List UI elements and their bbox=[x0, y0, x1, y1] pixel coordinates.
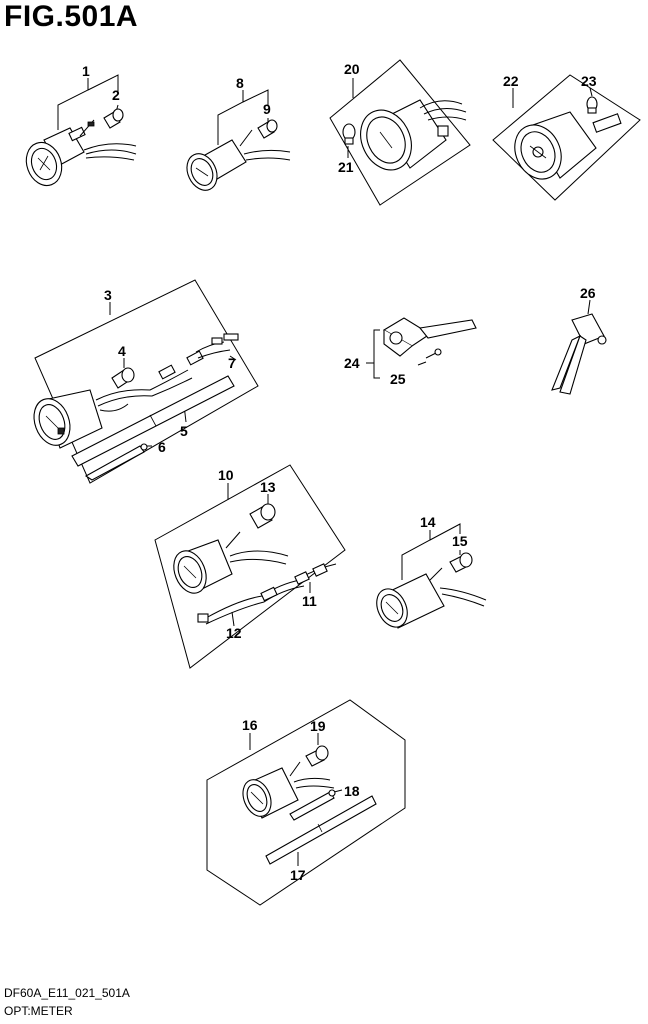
bulb-15-illustration bbox=[449, 552, 473, 573]
callout-12: 12 bbox=[226, 625, 242, 641]
assembly-group-14 bbox=[376, 523, 487, 629]
callout-14: 14 bbox=[420, 514, 436, 530]
harness-11-illustration bbox=[294, 563, 337, 585]
bulb-4-illustration bbox=[111, 367, 135, 389]
bulb-23-illustration bbox=[586, 96, 598, 114]
callout-11: 11 bbox=[302, 593, 317, 609]
callout-25: 25 bbox=[390, 371, 406, 387]
callout-26: 26 bbox=[580, 285, 596, 301]
clip-6-illustration bbox=[84, 443, 148, 481]
callout-1: 1 bbox=[82, 63, 90, 79]
callout-7: 7 bbox=[228, 355, 236, 371]
callout-19: 19 bbox=[310, 718, 326, 734]
callout-4: 4 bbox=[118, 343, 126, 359]
harness-12-illustration bbox=[197, 579, 305, 625]
tube-5-illustration bbox=[71, 375, 235, 467]
sender-26-illustration bbox=[551, 299, 607, 395]
screw-25-illustration bbox=[425, 348, 442, 359]
bracket-24-illustration bbox=[382, 317, 477, 357]
gauge-8-illustration bbox=[186, 129, 291, 191]
clip-18-illustration bbox=[289, 789, 336, 821]
callout-5: 5 bbox=[180, 423, 188, 439]
gauge-1-illustration bbox=[25, 119, 137, 187]
gauge-10-illustration bbox=[173, 531, 289, 594]
callout-24: 24 bbox=[344, 355, 360, 371]
callout-13: 13 bbox=[260, 479, 276, 495]
bulb-19-illustration bbox=[305, 745, 329, 767]
assembly-group-8 bbox=[186, 89, 291, 191]
bulb-13-illustration bbox=[249, 503, 276, 529]
callout-10: 10 bbox=[218, 467, 234, 483]
gauge-20-illustration bbox=[360, 99, 467, 171]
callout-labels: 1 2 3 4 5 6 7 8 9 10 11 12 13 14 15 16 1… bbox=[82, 61, 597, 883]
callout-6: 6 bbox=[158, 439, 166, 455]
bulb-9-illustration bbox=[257, 119, 278, 139]
bulb-2-illustration bbox=[103, 108, 124, 129]
callout-23: 23 bbox=[581, 73, 597, 89]
callout-2: 2 bbox=[112, 87, 120, 103]
assembly-group-20 bbox=[329, 59, 471, 206]
figure-name: OPT:METER bbox=[4, 1004, 73, 1018]
gauge-3-illustration bbox=[33, 369, 193, 449]
figure-title: FIG.501A bbox=[4, 0, 139, 33]
figure-code: DF60A_E11_021_501A bbox=[4, 986, 130, 1000]
callout-17: 17 bbox=[290, 867, 306, 883]
assembly-group-1 bbox=[25, 74, 137, 187]
callout-18: 18 bbox=[344, 783, 360, 799]
callout-15: 15 bbox=[452, 533, 468, 549]
assembly-group-16 bbox=[206, 699, 406, 906]
callout-20: 20 bbox=[344, 61, 360, 77]
gauge-14-illustration bbox=[376, 567, 487, 629]
gauge-16-illustration bbox=[242, 761, 335, 819]
assembly-group-10 bbox=[154, 464, 346, 669]
bulb-21-illustration bbox=[342, 123, 356, 145]
callout-8: 8 bbox=[236, 75, 244, 91]
assembly-group-22 bbox=[492, 74, 641, 201]
callout-21: 21 bbox=[338, 159, 354, 175]
callout-9: 9 bbox=[263, 101, 271, 117]
callout-22: 22 bbox=[503, 73, 519, 89]
tube-17-illustration bbox=[265, 795, 377, 865]
gauge-22-illustration bbox=[514, 111, 622, 180]
callout-3: 3 bbox=[104, 287, 112, 303]
connector-7-illustration bbox=[158, 333, 239, 380]
assembly-group-24 bbox=[366, 317, 477, 379]
callout-16: 16 bbox=[242, 717, 258, 733]
assembly-group-3 bbox=[33, 279, 259, 484]
